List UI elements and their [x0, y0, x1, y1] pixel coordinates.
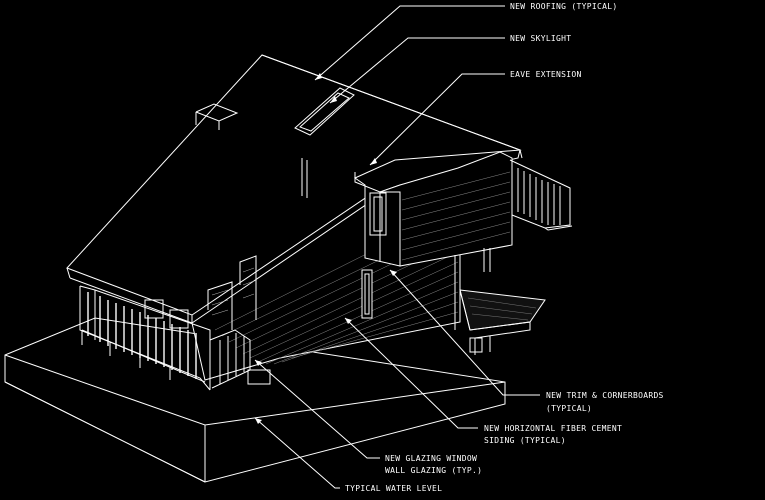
- label-new-skylight: NEW SKYLIGHT: [510, 34, 571, 43]
- label-water-level: TYPICAL WATER LEVEL: [345, 484, 442, 493]
- right-deck: [509, 159, 573, 231]
- piers: [81, 330, 483, 385]
- roof-vent: [301, 158, 308, 198]
- label-siding-line1: NEW HORIZONTAL FIBER CEMENT: [484, 424, 622, 433]
- leader-arrows: [255, 73, 397, 424]
- window-glazing: [144, 255, 257, 330]
- chimney: [195, 103, 239, 130]
- label-siding-line2: SIDING (TYPICAL): [484, 436, 566, 445]
- label-trim-line1: NEW TRIM & CORNERBOARDS: [546, 391, 664, 400]
- label-new-roofing: NEW ROOFING (TYPICAL): [510, 2, 617, 11]
- label-glazing-line1: NEW GLAZING WINDOW: [385, 454, 477, 463]
- skylight: [294, 87, 355, 136]
- label-trim-line2: (TYPICAL): [546, 404, 592, 413]
- landing: [459, 289, 546, 355]
- dormer: [353, 149, 521, 330]
- label-eave-extension: EAVE EXTENSION: [510, 70, 582, 79]
- leader-lines: [254, 5, 540, 489]
- label-glazing-line2: WALL GLAZING (TYP.): [385, 466, 482, 475]
